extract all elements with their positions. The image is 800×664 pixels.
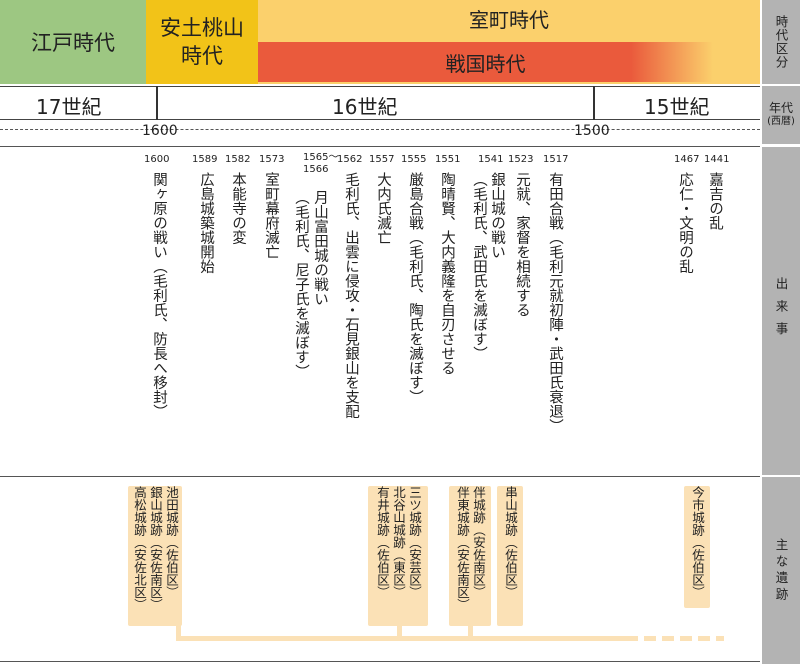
site-name: 有井城跡（佐伯区）	[375, 486, 390, 599]
event-text: 広島城築城開始	[198, 172, 214, 274]
site-name: 伴城跡（安佐南区）	[471, 486, 486, 599]
site-group: 今市城跡（佐伯区）	[684, 486, 710, 608]
site-group: 三ツ城跡（安芸区） 北谷山城跡（東区） 有井城跡（佐伯区）	[368, 486, 428, 626]
site-name: 北谷山城跡（東区）	[391, 486, 406, 599]
side-label-year-text: 年代	[768, 101, 793, 115]
period-muromachi-label-box: 室町時代	[258, 4, 760, 32]
event-year: 1562	[337, 154, 363, 165]
event-text: 元就、家督を相続する	[514, 172, 530, 317]
event-text: 本能寺の変	[230, 172, 246, 245]
event-year: 1582	[225, 154, 251, 165]
site-group: 池田城跡（佐伯区） 銀山城跡（安佐南区） 高松城跡（安佐北区）	[128, 486, 182, 626]
century-15: 15世紀	[644, 95, 710, 119]
site-name: 串山城跡（佐伯区）	[503, 486, 518, 599]
event-year: 1541	[478, 154, 504, 165]
sites-top-line	[0, 476, 760, 477]
event-year: 1523	[508, 154, 534, 165]
period-edo-label: 江戸時代	[31, 31, 115, 55]
period-sengoku: 戦国時代	[258, 42, 713, 82]
event-year: 1517	[543, 154, 569, 165]
bottom-line	[0, 661, 760, 662]
event-text: 毛利氏、出雲に侵攻・石見銀山を支配	[343, 172, 359, 419]
sites-connector-branch-1	[176, 624, 181, 638]
year-1600: 1600	[142, 123, 178, 139]
event-year: 1589	[192, 154, 218, 165]
century-17: 17世紀	[36, 95, 102, 119]
sites-connector-line	[176, 636, 626, 641]
site-name: 池田城跡（佐伯区）	[164, 486, 179, 599]
period-edo: 江戸時代	[0, 0, 146, 84]
event-text: 応仁・文明の乱	[677, 172, 693, 274]
year-1500: 1500	[574, 123, 610, 139]
century-divider-1600	[156, 86, 158, 120]
site-name: 銀山城跡（安佐南区）	[148, 486, 163, 611]
event-text-sub: （毛利氏、武田氏を滅ぼす）	[471, 172, 487, 361]
side-label-events: 出来事	[762, 147, 800, 475]
event-text: 関ヶ原の戦い（毛利氏、防長へ移封）	[151, 172, 167, 419]
site-group: 串山城跡（佐伯区）	[497, 486, 523, 626]
century-divider-1500	[593, 86, 595, 120]
event-text: 月山富田城の戦い	[312, 190, 328, 306]
sites-connector-branch-3	[468, 624, 473, 638]
event-text: 大内氏滅亡	[375, 172, 391, 245]
event-text-sub: （毛利氏、尼子氏を滅ぼす）	[293, 190, 309, 379]
event-text: 厳島合戦（毛利氏、陶氏を滅ぼす）	[407, 172, 423, 404]
side-label-sites-text: 主な遺跡	[773, 537, 789, 604]
dotted-baseline	[0, 129, 760, 130]
event-year: 1565〜1566	[303, 152, 339, 175]
site-name: 今市城跡（佐伯区）	[690, 486, 705, 599]
site-name: 高松城跡（安佐北区）	[132, 486, 147, 611]
event-year: 1573	[259, 154, 285, 165]
side-label-era: 時代区分	[762, 0, 800, 84]
sites-connector-dashed	[626, 636, 724, 641]
events-top-line	[0, 146, 760, 147]
period-azuchi-momoyama-label: 安土桃山 時代	[160, 16, 244, 68]
side-label-year: 年代 (西暦)	[762, 86, 800, 144]
period-sengoku-label: 戦国時代	[445, 51, 526, 76]
event-year: 1551	[435, 154, 461, 165]
event-text: 有田合戦（毛利元就初陣・武田氏衰退）	[547, 172, 563, 433]
century-16: 16世紀	[332, 95, 398, 119]
site-name: 三ツ城跡（安芸区）	[407, 486, 422, 599]
event-year: 1555	[401, 154, 427, 165]
event-text: 嘉吉の乱	[707, 172, 723, 230]
site-group: 伴城跡（安佐南区） 伴東城跡（安佐南区）	[449, 486, 491, 626]
event-year: 1441	[704, 154, 730, 165]
side-label-era-text: 時代区分	[773, 15, 789, 69]
event-year: 1467	[674, 154, 700, 165]
side-label-year-sub: (西暦)	[767, 116, 795, 127]
period-muromachi-label: 室町時代	[469, 7, 549, 32]
sites-connector-branch-2	[397, 624, 402, 638]
side-label-sites: 主な遺跡	[762, 477, 800, 664]
side-label-events-text: 出来事	[773, 277, 789, 345]
event-text: 室町幕府滅亡	[263, 172, 279, 259]
period-azuchi-momoyama: 安土桃山 時代	[146, 0, 258, 84]
event-text: 陶晴賢、大内義隆を自刃させる	[439, 172, 455, 375]
event-year: 1600	[144, 154, 170, 165]
event-text: 銀山城の戦い	[489, 172, 505, 259]
century-bar	[0, 86, 760, 120]
event-year: 1557	[369, 154, 395, 165]
site-name: 伴東城跡（安佐南区）	[455, 486, 470, 611]
